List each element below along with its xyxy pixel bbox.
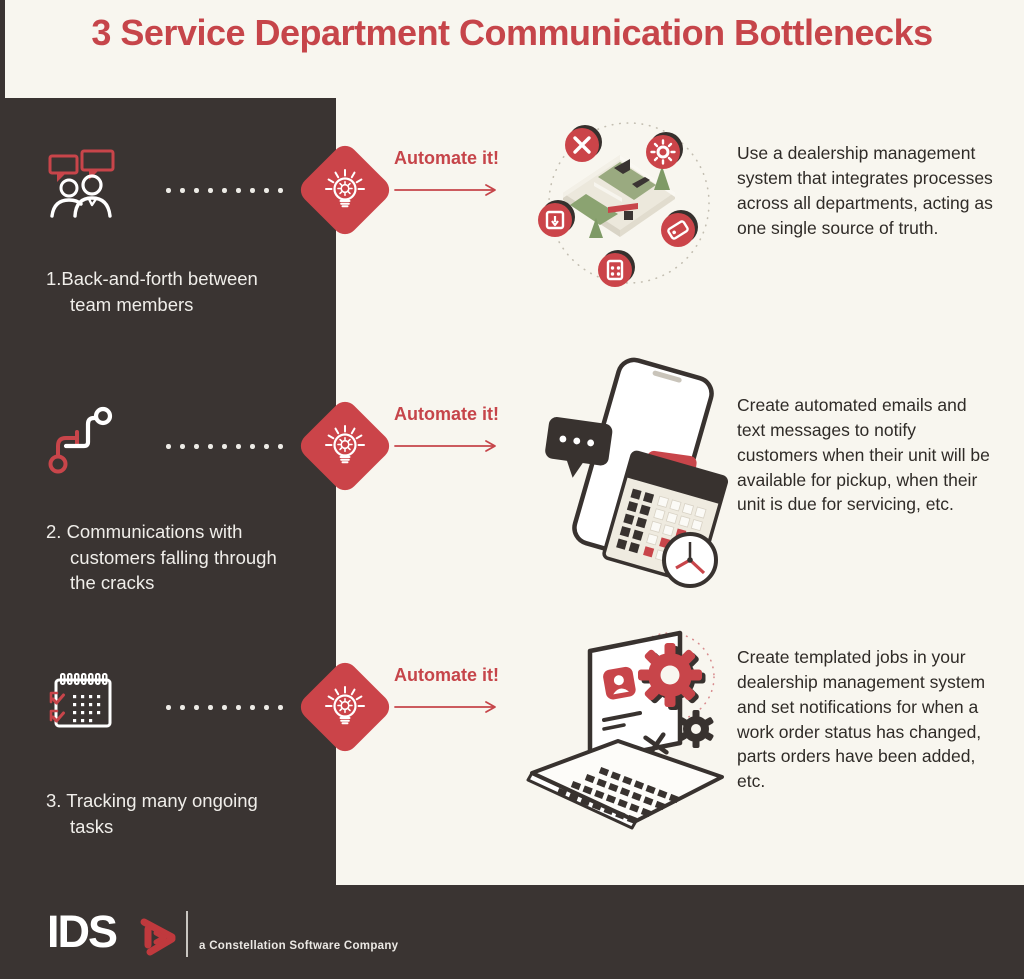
left-panel — [0, 98, 336, 979]
calculator-badge — [598, 250, 635, 287]
team-chat-icon — [45, 149, 121, 222]
automate-arrow-3 — [394, 700, 504, 714]
automate-arrow-1 — [394, 183, 504, 197]
customer-flow-icon — [46, 402, 120, 476]
dotted-connector-1 — [166, 188, 283, 193]
tag-badge — [661, 210, 698, 247]
bottleneck-1-label: 1.Back-and-forth between team members — [46, 268, 258, 315]
footer-bar — [0, 885, 1024, 979]
company-tagline: a Constellation Software Company — [199, 940, 399, 952]
automate-arrow-2 — [394, 439, 504, 453]
task-calendar-icon — [44, 672, 114, 734]
bottleneck-1-description: Use a dealership management system that … — [737, 143, 993, 238]
brand-logo-mark-icon — [139, 916, 181, 960]
dotted-connector-3 — [166, 705, 283, 710]
lightbulb-gear-icon-1 — [298, 143, 392, 237]
frame-badge — [538, 200, 575, 237]
page-title: 3 Service Department Communication Bottl… — [91, 12, 933, 53]
bottleneck-3-label: 3. Tracking many ongoing tasks — [46, 790, 258, 837]
gear-badge — [646, 132, 683, 169]
lightbulb-gear-icon-3 — [298, 660, 392, 754]
bottleneck-2-label: 2. Communications with customers falling… — [46, 521, 277, 594]
brand-logo-text: IDS — [47, 906, 118, 957]
automate-label-3: Automate it! — [394, 665, 499, 685]
laptop-gears-illustration — [518, 625, 738, 830]
bottleneck-2-description: Create automated emails and text message… — [737, 395, 990, 515]
footer-divider — [186, 911, 188, 957]
lightbulb-gear-icon-2 — [298, 399, 392, 493]
bottleneck-3-description: Create templated jobs in your dealership… — [737, 647, 986, 792]
phone-calendar-illustration — [545, 357, 733, 588]
automate-label-2: Automate it! — [394, 404, 499, 424]
left-edge-strip — [0, 0, 5, 100]
dotted-connector-2 — [166, 444, 283, 449]
automate-label-1: Automate it! — [394, 148, 499, 168]
dealership-map-illustration — [534, 110, 740, 292]
tools-badge — [565, 125, 602, 162]
